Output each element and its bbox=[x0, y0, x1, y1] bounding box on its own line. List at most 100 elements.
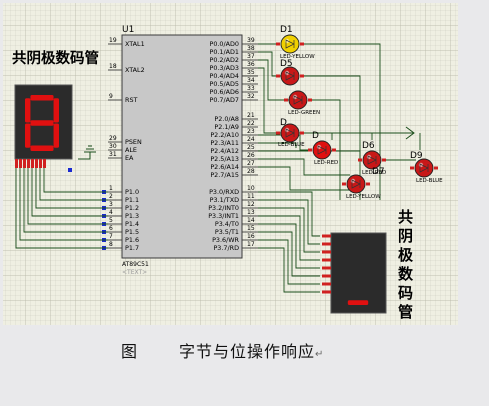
pin-number: 33 bbox=[247, 85, 255, 92]
pin-number: 14 bbox=[247, 217, 255, 224]
display-pin bbox=[322, 258, 331, 262]
display-pin bbox=[15, 159, 18, 168]
display-common-pin bbox=[68, 168, 72, 172]
segment-f bbox=[25, 98, 31, 123]
pin-number: 19 bbox=[109, 37, 117, 44]
display-pin bbox=[35, 159, 38, 168]
pin-number: 5 bbox=[109, 217, 113, 224]
pin-number: 15 bbox=[247, 225, 255, 232]
pin-number: 22 bbox=[247, 120, 255, 127]
segment-b bbox=[53, 98, 59, 123]
caption-figure-label: 图 bbox=[121, 342, 138, 361]
pin-name: P1.5 bbox=[125, 228, 139, 236]
pin-number: 34 bbox=[247, 77, 255, 84]
display-pin bbox=[322, 282, 331, 286]
pin-name: P0.0/AD0 bbox=[209, 40, 239, 48]
led-d5[interactable]: D5 bbox=[276, 59, 304, 86]
led-lens bbox=[280, 66, 300, 86]
pin-number: 17 bbox=[247, 241, 255, 248]
pin-number: 25 bbox=[247, 144, 255, 151]
mcu-pin-xtal1[interactable]: 19 XTAL1 bbox=[108, 37, 145, 48]
mcu-pin-p3-6[interactable]: 16 P3.6/WR bbox=[212, 233, 258, 244]
heading-char: 管 bbox=[398, 303, 413, 321]
pin-name: P1.3 bbox=[125, 212, 139, 220]
segment-c bbox=[53, 123, 59, 148]
pin-name: XTAL1 bbox=[125, 40, 145, 48]
display-pin bbox=[322, 274, 331, 278]
pin-name: P3.7/RD bbox=[213, 244, 239, 252]
led-lens bbox=[414, 158, 434, 178]
ground-symbol bbox=[78, 145, 96, 160]
bus-arrow-icon bbox=[390, 126, 415, 140]
pin-name: P2.4/A12 bbox=[210, 147, 239, 155]
pin-number: 27 bbox=[247, 160, 255, 167]
pin-number: 12 bbox=[247, 201, 255, 208]
display-pin bbox=[43, 159, 46, 168]
segment-d bbox=[347, 300, 369, 305]
pin-name: P3.3/INT1 bbox=[208, 212, 239, 220]
pin-number: 7 bbox=[109, 233, 113, 240]
wire-network bbox=[15, 43, 421, 293]
pin-name: P3.6/WR bbox=[212, 236, 239, 244]
led-unlabeled-2[interactable]: LED-GREEN bbox=[284, 90, 320, 116]
display-pin bbox=[322, 242, 331, 246]
mcu-text-placeholder: <TEXT> bbox=[122, 269, 147, 276]
display-pin bbox=[23, 159, 26, 168]
led-lens bbox=[280, 34, 300, 54]
mcu-pin-p0-0[interactable]: 39 P0.0/AD0 bbox=[209, 37, 258, 48]
mcu-pin-p3-7[interactable]: 17 P3.7/RD bbox=[213, 241, 258, 252]
pin-name: P2.2/A10 bbox=[210, 131, 239, 139]
led-label: LED-BLUE bbox=[278, 142, 305, 148]
pin-name: P1.7 bbox=[125, 244, 139, 252]
pin-number: 39 bbox=[247, 37, 255, 44]
pin-name: P1.6 bbox=[125, 236, 139, 244]
mcu-pin-p2-4[interactable]: 25 P2.4/A12 bbox=[210, 144, 258, 155]
pin-number: 28 bbox=[247, 168, 255, 175]
pin-name: P0.2/AD2 bbox=[209, 56, 239, 64]
pin-name: ALE bbox=[125, 146, 137, 154]
right-seven-segment-display[interactable] bbox=[322, 232, 387, 314]
pin-number: 16 bbox=[247, 233, 255, 240]
left-seven-segment-display[interactable] bbox=[14, 84, 73, 172]
pin-number: 31 bbox=[109, 151, 117, 158]
led-label: LED-RED bbox=[362, 170, 386, 176]
led-label: LED-BLUE bbox=[416, 178, 443, 184]
pin-name: PSEN bbox=[125, 138, 142, 146]
led-lens bbox=[288, 90, 308, 110]
pin-name: P1.1 bbox=[125, 196, 139, 204]
led-label: LED-RED bbox=[314, 160, 338, 166]
pin-number: 21 bbox=[247, 112, 255, 119]
